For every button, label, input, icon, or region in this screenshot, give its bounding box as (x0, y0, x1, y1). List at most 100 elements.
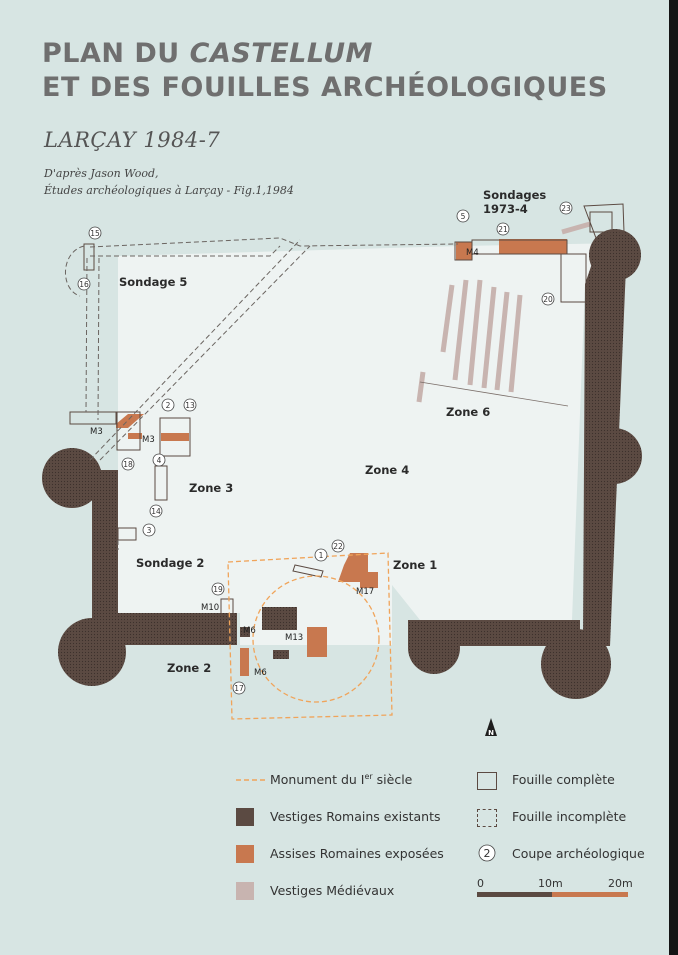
label-m17: M17 (356, 587, 374, 597)
legend-swatch-roman-existing (236, 808, 254, 826)
section-marker-14: 14 (149, 504, 163, 518)
label-m3-west: M3 (90, 427, 103, 437)
wall-m3-west (116, 414, 144, 428)
legend-swatch-incomplete (477, 809, 497, 827)
label-zone6: Zone 6 (446, 405, 490, 419)
section-marker-16: 16 (77, 277, 91, 291)
section-marker-3: 3 (142, 523, 156, 537)
wall-m3-link (128, 433, 142, 439)
label-m6-south: M6 (254, 668, 267, 678)
label-sondages-years: 1973-4 (483, 202, 528, 216)
tower-sw (58, 618, 126, 686)
section-marker-22: 22 (331, 539, 345, 553)
legend-swatch-medieval (236, 882, 254, 900)
svg-text:15: 15 (90, 229, 100, 238)
tower-se (541, 629, 611, 699)
zone6-boundary (419, 381, 569, 407)
section-marker-13: 13 (183, 398, 197, 412)
west-wall (92, 470, 118, 640)
label-sondage2: Sondage 2 (136, 556, 204, 570)
medieval-remains (416, 221, 591, 403)
svg-text:16: 16 (79, 280, 89, 289)
scale-bar-dark (477, 892, 552, 897)
title-italic-word: CASTELLUM (189, 38, 373, 69)
section-marker-17: 17 (232, 681, 246, 695)
complete-excavations (69, 203, 625, 616)
label-zone2: Zone 2 (167, 661, 211, 675)
label-zone1: Zone 1 (393, 558, 437, 572)
wall-m17 (338, 553, 378, 588)
south-west-wall (92, 613, 237, 645)
roman-walls (42, 229, 642, 699)
tower-s (408, 622, 460, 674)
svg-text:2: 2 (484, 847, 491, 860)
scale-label-0: 0 (477, 877, 484, 890)
frame-edge (669, 0, 678, 955)
section-markers: 15 16 5 21 23 20 2 13 18 4 14 3 1 22 19 … (77, 201, 573, 695)
svg-text:1: 1 (319, 551, 324, 560)
roman-exposed (116, 239, 567, 676)
svg-text:4: 4 (157, 456, 162, 465)
svg-text:19: 19 (213, 585, 223, 594)
section-marker-18: 18 (121, 457, 135, 471)
credit-line2: Études archéologiques à Larçay - Fig.1,1… (44, 184, 294, 197)
remain-m13b (273, 650, 289, 659)
svg-text:3: 3 (147, 526, 152, 535)
tower-ne (589, 229, 641, 281)
label-m13: M13 (285, 633, 303, 643)
legend-incomplete: Fouille incomplète (512, 809, 627, 824)
north-arrow-icon: N (485, 718, 497, 737)
section-marker-4: 4 (152, 453, 166, 467)
label-m6-north: M6 (243, 626, 256, 636)
scale-label-20: 20m (608, 877, 633, 890)
page-title-line1: PLAN DU CASTELLUM (42, 38, 373, 69)
scale-label-10: 10m (538, 877, 563, 890)
page-title-line2: ET DES FOUILLES ARCHÉOLOGIQUES (42, 72, 608, 103)
monument-1st-century (227, 552, 393, 720)
legend-swatch-complete (477, 772, 497, 790)
wall-north-exposed (499, 239, 567, 254)
section-marker-1: 1 (314, 548, 328, 562)
remain-m13a (262, 607, 297, 630)
label-sondage5: Sondage 5 (119, 275, 187, 289)
wall-m4 (456, 242, 472, 260)
label-zone3: Zone 3 (189, 481, 233, 495)
section-marker-23: 23 (559, 201, 573, 215)
title-prefix: PLAN DU (42, 38, 190, 69)
section-marker-21: 21 (496, 222, 510, 236)
section-marker-15: 15 (88, 226, 102, 240)
svg-text:N: N (488, 729, 494, 737)
wall-m13 (307, 627, 327, 657)
legend-roman-exposed: Assises Romaines exposées (270, 846, 444, 861)
svg-text:13: 13 (185, 401, 195, 410)
scale-bar-light (552, 892, 628, 897)
tower-w (42, 448, 102, 508)
label-zone4: Zone 4 (365, 463, 409, 477)
svg-text:14: 14 (151, 507, 161, 516)
svg-text:20: 20 (543, 295, 553, 304)
section-marker-5: 5 (456, 209, 470, 223)
svg-text:18: 18 (123, 460, 133, 469)
legend-swatch-monument (236, 779, 266, 781)
label-m3-zone3: M3 (142, 435, 155, 445)
label-sondages: Sondages (483, 188, 546, 202)
svg-text:22: 22 (333, 542, 343, 551)
legend-section: Coupe archéologique (512, 846, 645, 861)
legend-complete: Fouille complète (512, 772, 615, 787)
label-m10: M10 (201, 603, 219, 613)
svg-text:2: 2 (166, 401, 171, 410)
wall-m3-zone3 (161, 433, 189, 441)
svg-text:21: 21 (498, 225, 508, 234)
svg-text:17: 17 (234, 684, 244, 693)
wall-m6-south (240, 648, 249, 676)
tower-e (586, 428, 642, 484)
section-marker-2: 2 (161, 398, 175, 412)
credit-line1: D'après Jason Wood, (44, 167, 159, 180)
legend-section-icon: 2 (478, 844, 496, 862)
svg-text:5: 5 (461, 212, 466, 221)
section-marker-20: 20 (541, 292, 555, 306)
label-m4: M4 (466, 248, 479, 258)
legend-medieval: Vestiges Médiévaux (270, 883, 395, 898)
